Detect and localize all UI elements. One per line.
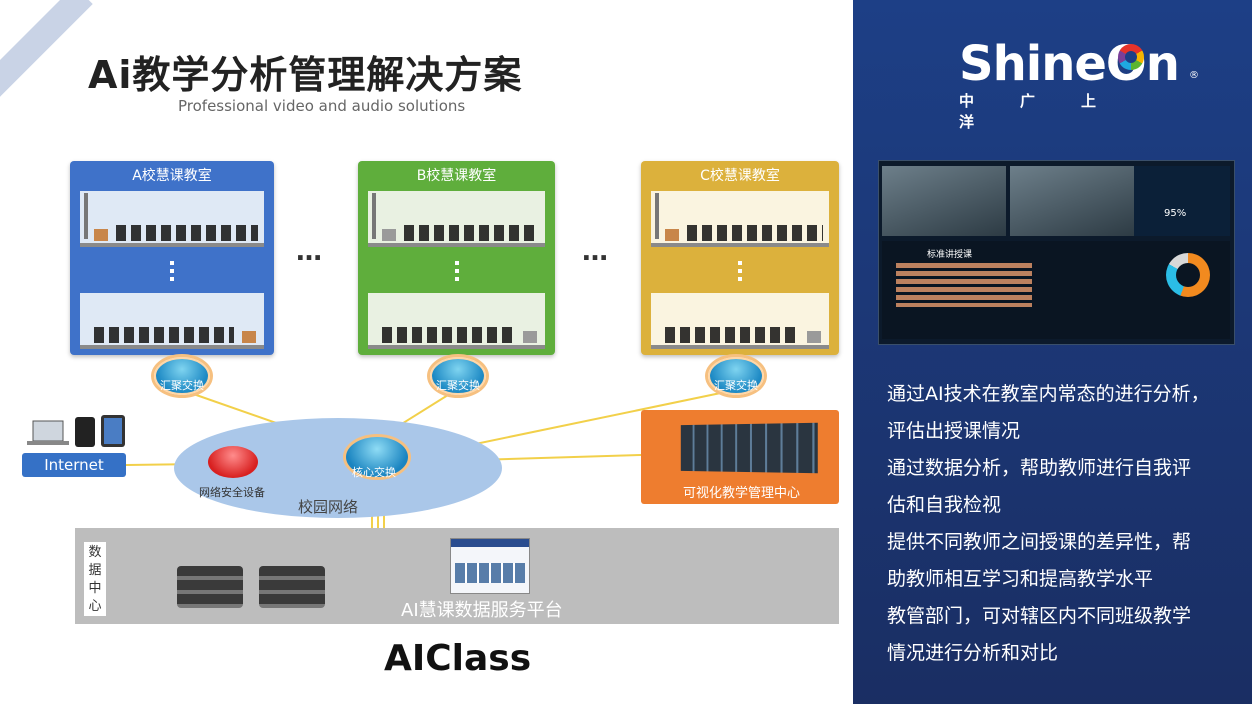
description-line: 情况进行分析和对比	[887, 642, 1059, 664]
logo-ring-icon	[1118, 44, 1144, 70]
school-a-title: A校慧课教室	[132, 168, 212, 184]
classroom	[651, 191, 829, 247]
school-a-panel: A校慧课教室	[70, 161, 274, 355]
dashboard-info: 95%	[1134, 166, 1230, 236]
internet-label: Internet	[22, 453, 126, 477]
right-panel: ShineOn ® 中广上洋 95% 标准讲授课 通过AI技术在教室内常态的进行…	[853, 0, 1252, 704]
classroom	[80, 293, 264, 349]
ellipsis: …	[296, 237, 322, 267]
core-switch-label: 核心交换	[352, 466, 396, 479]
teacher-camera-view	[1010, 166, 1134, 236]
server-icon	[177, 566, 243, 608]
ellipsis: …	[582, 237, 608, 267]
video-wall-icon	[680, 422, 818, 474]
aggregation-switch-b: 汇聚交换	[430, 357, 486, 395]
bar-chart-icon	[896, 263, 1032, 307]
campus-network-label: 校园网络	[298, 498, 359, 516]
school-b-title: B校慧课教室	[416, 168, 497, 184]
donut-chart-icon	[1166, 253, 1210, 297]
data-center: 数据中心 AI慧课数据服务平台	[75, 528, 839, 624]
aggregation-switch-c: 汇聚交换	[708, 357, 764, 395]
school-c-panel: C校慧课教室	[641, 161, 839, 355]
dashboard-title: 标准讲授课	[927, 250, 973, 260]
description-line: 教管部门，可对辖区内不同班级教学	[887, 605, 1192, 627]
aggregation-switch-label: 汇聚交换	[436, 379, 480, 392]
page-subtitle: Professional video and audio solutions	[178, 97, 466, 115]
platform-label: AI慧课数据服务平台	[401, 600, 563, 621]
dashboard-percent: 95%	[1164, 208, 1187, 219]
classroom	[651, 293, 829, 349]
description-line: 通过AI技术在教室内常态的进行分析，	[887, 383, 1210, 405]
classroom	[80, 191, 264, 247]
brand-subtitle: 中广上洋	[959, 92, 1143, 131]
vertical-ellipsis	[454, 261, 459, 283]
description-line: 估和自我检视	[887, 494, 1002, 516]
dashboard-screenshot: 95% 标准讲授课	[878, 160, 1235, 345]
classroom	[368, 293, 545, 349]
brand-logo: ShineOn	[959, 36, 1180, 92]
description-line: 通过数据分析，帮助教师进行自我评	[887, 457, 1192, 479]
switch-icon	[708, 357, 764, 395]
mgmt-center-label: 可视化教学管理中心	[683, 486, 801, 501]
server-icon	[259, 566, 325, 608]
aggregation-switch-label: 汇聚交换	[160, 379, 204, 392]
firewall-icon	[208, 446, 258, 478]
description-line: 提供不同教师之间授课的差异性，帮	[887, 531, 1192, 553]
firewall-label: 网络安全设备	[199, 486, 265, 499]
description-line: 助教师相互学习和提高教学水平	[887, 568, 1154, 590]
vertical-ellipsis	[170, 261, 174, 283]
switch-icon	[154, 357, 210, 395]
classroom	[368, 191, 545, 247]
dashboard-charts: 标准讲授课	[882, 241, 1230, 339]
devices-icon	[27, 415, 125, 447]
page-title: Ai教学分析管理解决方案	[88, 53, 523, 97]
aggregation-switch-label: 汇聚交换	[714, 379, 758, 392]
description-line: 评估出授课情况	[887, 420, 1021, 442]
platform-screenshot	[450, 538, 530, 594]
product-name: AIClass	[384, 638, 532, 679]
mgmt-center: 可视化教学管理中心	[641, 410, 839, 504]
core-switch-icon	[346, 437, 408, 477]
school-c-title: C校慧课教室	[700, 168, 780, 184]
switch-icon	[430, 357, 486, 395]
registered-mark: ®	[1189, 70, 1199, 81]
data-center-tag: 数据中心	[84, 542, 106, 616]
school-b-panel: B校慧课教室	[358, 161, 555, 355]
aggregation-switch-a: 汇聚交换	[154, 357, 210, 395]
classroom-camera-view	[882, 166, 1006, 236]
vertical-ellipsis	[738, 261, 742, 283]
